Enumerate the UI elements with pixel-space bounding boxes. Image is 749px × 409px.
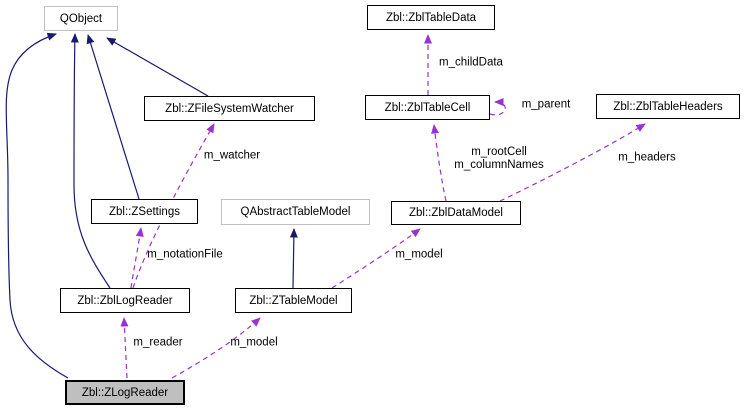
- edge-inherit-zfilesystemwatcher-qobject: [106, 37, 209, 97]
- class-node-zbl-zbllogreader[interactable]: Zbl::ZblLogReader: [60, 288, 190, 313]
- edge-label-m-childdata: m_childData: [439, 56, 503, 69]
- class-node-zbl-zfilesystemwatcher[interactable]: Zbl::ZFileSystemWatcher: [144, 96, 315, 121]
- edge-inherit-zlogreader-qobject: [5, 32, 69, 379]
- edge-label-m-watcher: m_watcher: [203, 149, 261, 162]
- edge-label-m-rootcell-m-columnnames: m_rootCell m_columnNames: [454, 146, 543, 172]
- edge-usage-notationfile: [130, 227, 144, 289]
- edge-label-m-columnnames: m_columnNames: [454, 159, 544, 171]
- class-node-zbl-zbltablecell[interactable]: Zbl::ZblTableCell: [365, 95, 490, 120]
- edge-inherit-zbllogreader-qobject: [70, 33, 111, 289]
- edge-inherit-ztablemodel-qabstracttablemodel: [289, 228, 298, 289]
- class-node-zbl-ztablemodel[interactable]: Zbl::ZTableModel: [235, 288, 352, 313]
- edge-label-m-headers: m_headers: [618, 151, 676, 164]
- edge-usage-parent-selfloop: [489, 98, 506, 116]
- edge-usage-watcher: [132, 123, 215, 289]
- edge-label-m-rootcell: m_rootCell: [471, 146, 527, 158]
- edge-usage-headers: [499, 123, 646, 202]
- class-node-zbl-zbltableheaders[interactable]: Zbl::ZblTableHeaders: [596, 94, 740, 119]
- class-node-zbl-zbldatamodel[interactable]: Zbl::ZblDataModel: [391, 201, 521, 225]
- class-node-zbl-zlogreader-focus: Zbl::ZLogReader: [65, 380, 185, 405]
- edge-inherit-zsettings-qobject: [86, 34, 140, 200]
- edge-label-m-reader: m_reader: [133, 336, 183, 349]
- edge-label-m-notationfile: m_notationFile: [147, 248, 223, 261]
- edge-usage-model-right: [331, 228, 421, 289]
- edge-usage-rootcell-columnnames: [431, 124, 447, 202]
- class-node-zbl-zsettings[interactable]: Zbl::ZSettings: [91, 199, 198, 224]
- edge-label-m-model-right: m_model: [395, 248, 443, 261]
- class-node-zbl-zbltabledata[interactable]: Zbl::ZblTableData: [367, 5, 495, 30]
- class-node-qobject[interactable]: QObject: [44, 6, 118, 31]
- edge-label-m-parent: m_parent: [521, 98, 571, 111]
- edge-usage-reader: [120, 317, 129, 379]
- class-node-qabstracttablemodel[interactable]: QAbstractTableModel: [221, 199, 370, 225]
- edge-usage-model-left: [171, 317, 261, 379]
- edge-label-m-model-left: m_model: [230, 336, 278, 349]
